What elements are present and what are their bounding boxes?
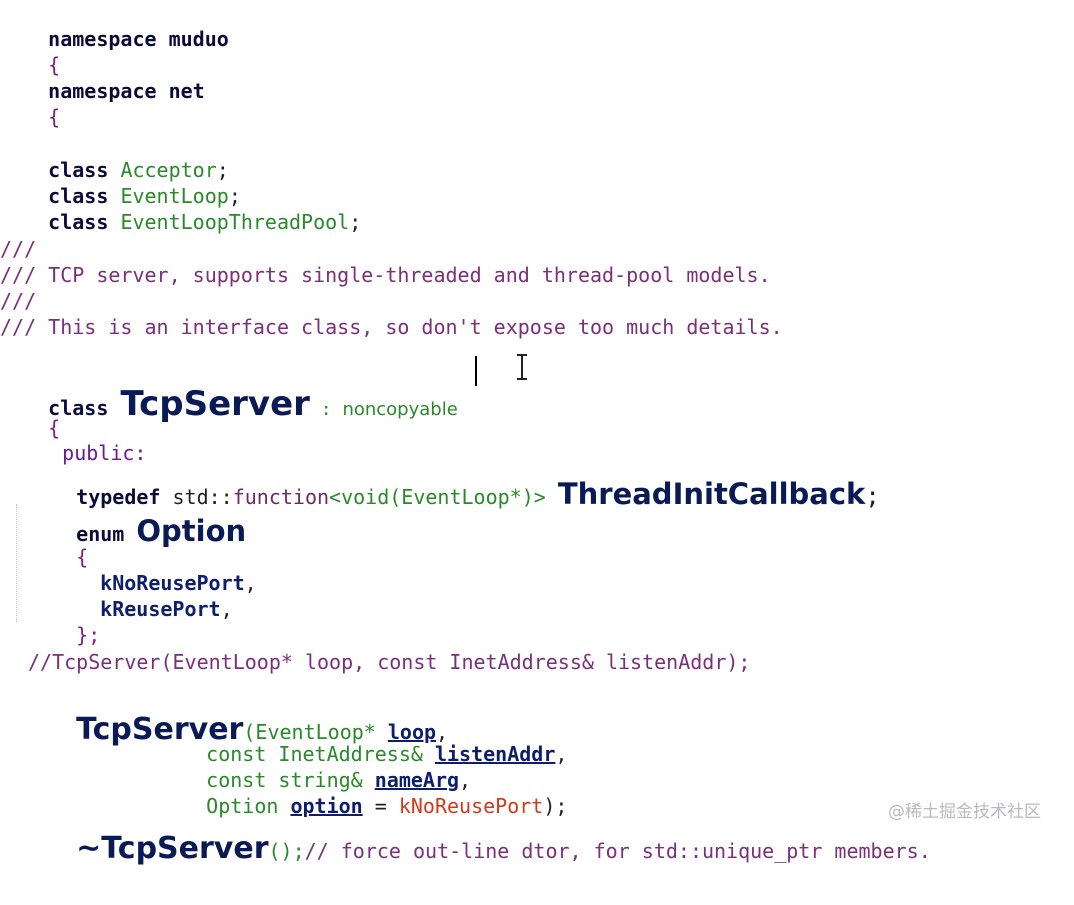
keyword: typedef — [76, 485, 161, 509]
type-name: Acceptor — [120, 158, 217, 182]
code-line-enum-value: kReusePort, — [52, 570, 233, 648]
comma: , — [220, 597, 233, 621]
type-name: EventLoop — [120, 184, 229, 208]
code-comment: // force out-line dtor, for std::unique_… — [304, 839, 931, 863]
semicolon: ; — [228, 184, 241, 208]
watermark: @稀土掘金技术社区 — [888, 802, 1041, 822]
code-editor[interactable]: namespace muduo { namespace net { class … — [0, 0, 1074, 866]
keyword: class — [48, 396, 109, 420]
doc-comment: /// This is an interface class, so don't… — [0, 315, 783, 339]
constructor-name: TcpServer — [76, 712, 244, 747]
code-line-enum-open: { — [28, 518, 88, 596]
equals: = — [362, 794, 399, 818]
code-comment: //TcpServer(EventLoop* loop, const InetA… — [28, 650, 751, 674]
code-line-ctor: TcpServer(EventLoop* loop, — [28, 676, 448, 786]
brace: { — [48, 416, 61, 440]
type-name: EventLoopThreadPool — [120, 210, 350, 234]
keyword: namespace — [48, 27, 157, 51]
default-value: kNoReusePort — [398, 794, 544, 818]
code-line-class-tcpserver: class TcpServer : noncopyable — [0, 344, 458, 470]
template-name: function — [232, 485, 330, 509]
access-specifier: public: — [62, 441, 147, 465]
comma: , — [244, 571, 257, 595]
code-line-namespace-muduo: namespace muduo — [0, 0, 229, 78]
indent-guide — [16, 504, 17, 622]
code-line-class-acceptor: class Acceptor; — [0, 131, 229, 209]
code-line-namespace-net: namespace net — [0, 52, 205, 130]
text-cursor — [475, 356, 477, 386]
brace: { — [48, 105, 61, 129]
code-line-enum-value: kNoReusePort, — [52, 544, 257, 622]
code-line-ctor-param: const string& nameArg, — [158, 741, 471, 819]
ibeam-cursor-icon — [517, 354, 527, 380]
close-paren: ); — [543, 794, 568, 818]
param-type: const string& — [206, 768, 375, 792]
keyword: class — [48, 210, 109, 234]
namespace-qualifier: std:: — [160, 485, 233, 509]
code-line-enum: enum Option — [28, 480, 246, 585]
keyword: enum — [76, 522, 125, 546]
doc-comment: /// — [0, 289, 37, 313]
semicolon: ; — [349, 210, 362, 234]
enum-value: kReusePort — [100, 597, 221, 621]
doc-comment: /// — [0, 237, 37, 261]
param-name: loop — [387, 720, 437, 744]
brace: }; — [76, 623, 101, 647]
code-line-class-eventloop: class EventLoop; — [0, 157, 241, 235]
code-line-ctor-param: const InetAddress& listenAddr, — [158, 715, 567, 793]
param-name: listenAddr — [434, 742, 556, 766]
class-name: TcpServer — [120, 384, 310, 424]
code-line-brace: { — [0, 26, 60, 104]
parens: (); — [268, 839, 305, 863]
keyword: namespace — [48, 79, 157, 103]
keyword: class — [48, 184, 109, 208]
code-line-brace: { — [0, 78, 60, 156]
doc-comment: /// TCP server, supports single-threaded… — [0, 263, 771, 287]
param-type: (EventLoop* — [243, 720, 388, 744]
template-args: <void(EventLoop*)> — [329, 485, 546, 509]
keyword: class — [48, 158, 109, 182]
semicolon: ; — [216, 158, 229, 182]
code-line-dtor: ~TcpServer();// force out-line dtor, for… — [28, 795, 931, 905]
code-line-typedef: typedef std::function<void(EventLoop*)> … — [28, 443, 880, 548]
code-line-brace: { — [0, 389, 60, 467]
code-line-enum-close: }; — [28, 596, 100, 674]
brace: { — [48, 53, 61, 77]
namespace-name: net — [156, 79, 205, 103]
enum-name: Option — [136, 514, 247, 548]
code-line-class-eventloopthreadpool: class EventLoopThreadPool; — [0, 183, 361, 261]
param-name: nameArg — [374, 768, 460, 792]
code-line-public: public: — [14, 414, 146, 492]
code-line-ctor-param: Option option = kNoReusePort); — [158, 767, 567, 845]
destructor-name: ~TcpServer — [76, 831, 269, 866]
inherit-colon: : — [309, 399, 343, 420]
param-type: const InetAddress& — [206, 742, 435, 766]
semicolon: ; — [865, 482, 880, 510]
typedef-name: ThreadInitCallback — [557, 477, 866, 511]
enum-value: kNoReusePort — [100, 571, 245, 595]
comma: , — [555, 742, 568, 766]
comma: , — [436, 720, 449, 744]
namespace-name: muduo — [156, 27, 229, 51]
brace: { — [76, 545, 89, 569]
param-name: option — [290, 794, 363, 818]
param-type: Option — [206, 794, 291, 818]
base-class-name: noncopyable — [342, 399, 458, 420]
comma: , — [459, 768, 472, 792]
